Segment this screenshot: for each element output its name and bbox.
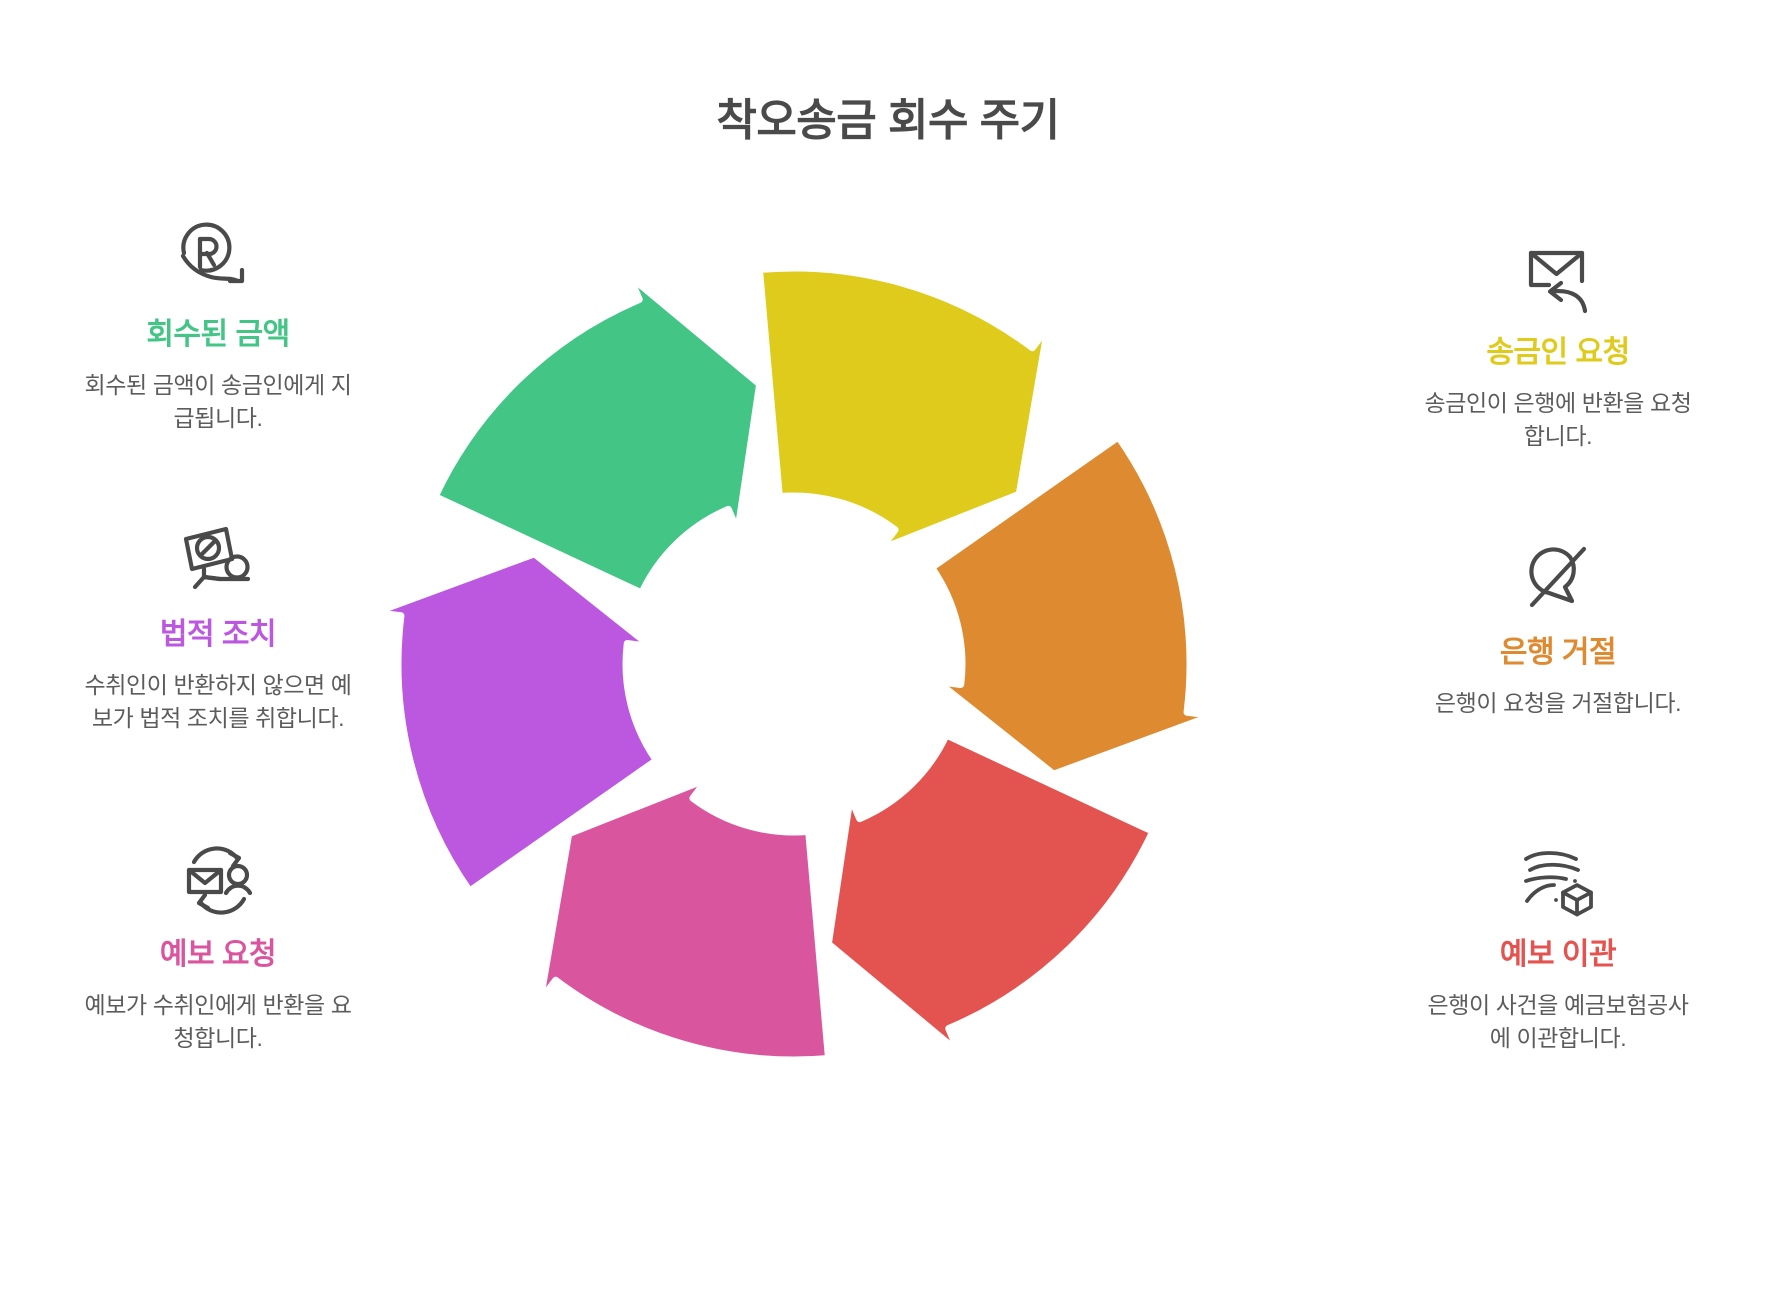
page-title: 착오송금 회수 주기 bbox=[716, 96, 1060, 145]
envelope-person-cycle-icon bbox=[8, 835, 428, 923]
cycle-wheel-svg bbox=[371, 264, 1217, 1064]
step-card-kdic-request[interactable]: 예보 요청 예보가 수취인에게 반환을 요청합니다. bbox=[8, 835, 428, 1054]
step-title: 예보 요청 bbox=[159, 938, 277, 971]
step-card-legal-action[interactable]: 법적 조치 수취인이 반환하지 않으면 예보가 법적 조치를 취합니다. bbox=[8, 515, 428, 734]
step-card-kdic-transfer[interactable]: 예보 이관 은행이 사건을 예금보험공사에 이관합니다. bbox=[1348, 835, 1768, 1054]
step-description: 은행이 사건을 예금보험공사에 이관합니다. bbox=[1427, 992, 1689, 1051]
step-card-bank-refusal[interactable]: 은행 거절 은행이 요청을 거절합니다. bbox=[1348, 533, 1768, 720]
step-title: 예보 이관 bbox=[1499, 938, 1617, 971]
cycle-wheel bbox=[371, 258, 1217, 1070]
cycle-arrow-green[interactable] bbox=[431, 272, 764, 597]
registered-r-arrow-icon bbox=[8, 215, 428, 303]
step-description: 은행이 요청을 거절합니다. bbox=[1434, 690, 1682, 716]
cycle-arrow-yellow[interactable] bbox=[755, 264, 1052, 553]
step-card-sender-request[interactable]: 송금인 요청 송금인이 은행에 반환을 요청합니다. bbox=[1348, 233, 1768, 452]
cycle-arrow-pink[interactable] bbox=[536, 775, 833, 1064]
cycle-arrow-purple[interactable] bbox=[371, 550, 660, 895]
cube-transfer-icon bbox=[1348, 835, 1768, 923]
step-card-recovered-amount[interactable]: 회수된 금액 회수된 금액이 송금인에게 지급됩니다. bbox=[8, 215, 428, 434]
cycle-arrow-orange[interactable] bbox=[928, 433, 1217, 778]
step-description: 송금인이 은행에 반환을 요청합니다. bbox=[1424, 390, 1692, 449]
speech-bubble-crossed-icon bbox=[1348, 533, 1768, 621]
protest-sign-person-icon bbox=[8, 515, 428, 603]
step-title: 법적 조치 bbox=[159, 618, 277, 651]
cycle-arrow-red[interactable] bbox=[824, 731, 1157, 1056]
step-title: 은행 거절 bbox=[1499, 636, 1617, 669]
step-title: 송금인 요청 bbox=[1486, 336, 1630, 369]
step-title: 회수된 금액 bbox=[146, 318, 290, 351]
step-description: 예보가 수취인에게 반환을 요청합니다. bbox=[84, 992, 352, 1051]
step-description: 회수된 금액이 송금인에게 지급됩니다. bbox=[84, 372, 352, 431]
envelope-reply-icon bbox=[1348, 233, 1768, 321]
step-description: 수취인이 반환하지 않으면 예보가 법적 조치를 취합니다. bbox=[84, 672, 352, 731]
